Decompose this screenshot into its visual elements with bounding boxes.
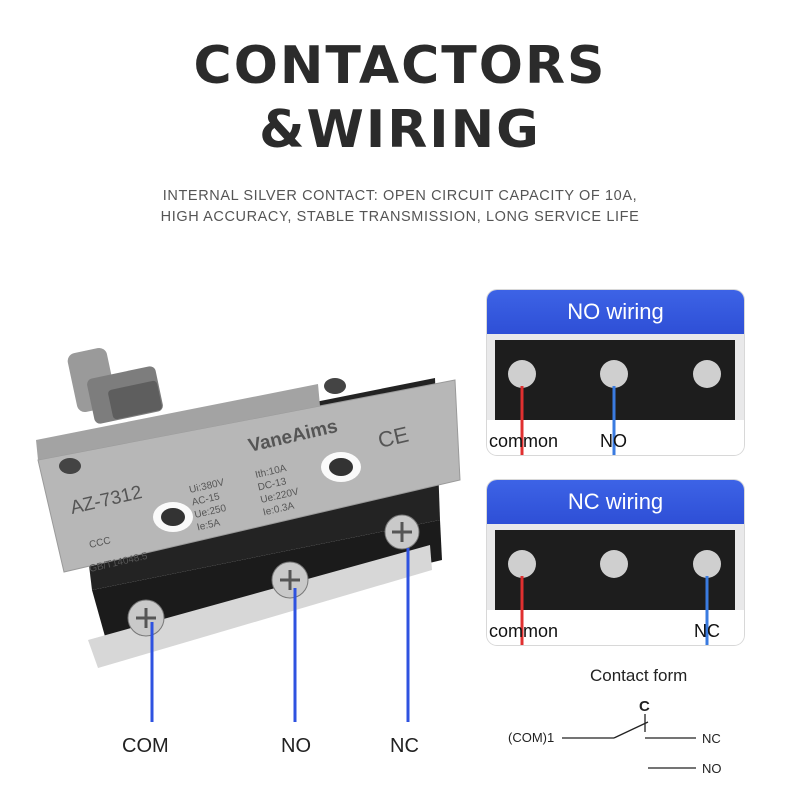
subtitle-line-1: INTERNAL SILVER CONTACT: OPEN CIRCUIT CA… <box>162 188 638 204</box>
callout-com: COM <box>122 735 169 757</box>
contact-com-label: (COM)1 <box>508 730 555 745</box>
nc-wiring-header: NC wiring <box>487 480 744 524</box>
callout-no: NO <box>281 735 311 757</box>
contact-form-title: Contact form <box>590 666 688 685</box>
no-wiring-photo: common NO <box>487 334 744 455</box>
screw-terminal-no <box>271 561 309 599</box>
plunger-icon <box>67 347 163 424</box>
no-wiring-header: NO wiring <box>487 290 744 334</box>
callout-nc: NC <box>390 735 419 757</box>
subtitle-line-2: HIGH ACCURACY, STABLE TRANSMISSION, LONG… <box>160 209 640 225</box>
page-title-line-1: CONTACTORS <box>193 36 607 96</box>
contact-no-label: NO <box>702 761 722 776</box>
nc-panel-common-label: common <box>489 621 559 641</box>
specs-left-line: Ie:5A <box>196 517 222 533</box>
screw-terminal-com <box>127 599 165 637</box>
screw-terminal-nc <box>384 514 420 550</box>
no-panel-no-label: NO <box>600 431 627 451</box>
nc-wiring-panel: NC wiring common NC <box>487 480 744 645</box>
switch-base-plate <box>88 545 432 668</box>
switch-body <box>92 520 442 640</box>
contact-c-label: C <box>639 698 650 715</box>
ccc-mark: CCC <box>88 535 112 551</box>
page-title-line-2: &WIRING <box>259 100 541 160</box>
no-panel-common-label: common <box>489 431 559 451</box>
no-wiring-panel: NO wiring common NO <box>487 290 744 455</box>
nc-panel-nc-label: NC <box>694 621 720 641</box>
contact-nc-label: NC <box>702 731 721 746</box>
nc-wiring-photo: common NC <box>487 524 744 645</box>
